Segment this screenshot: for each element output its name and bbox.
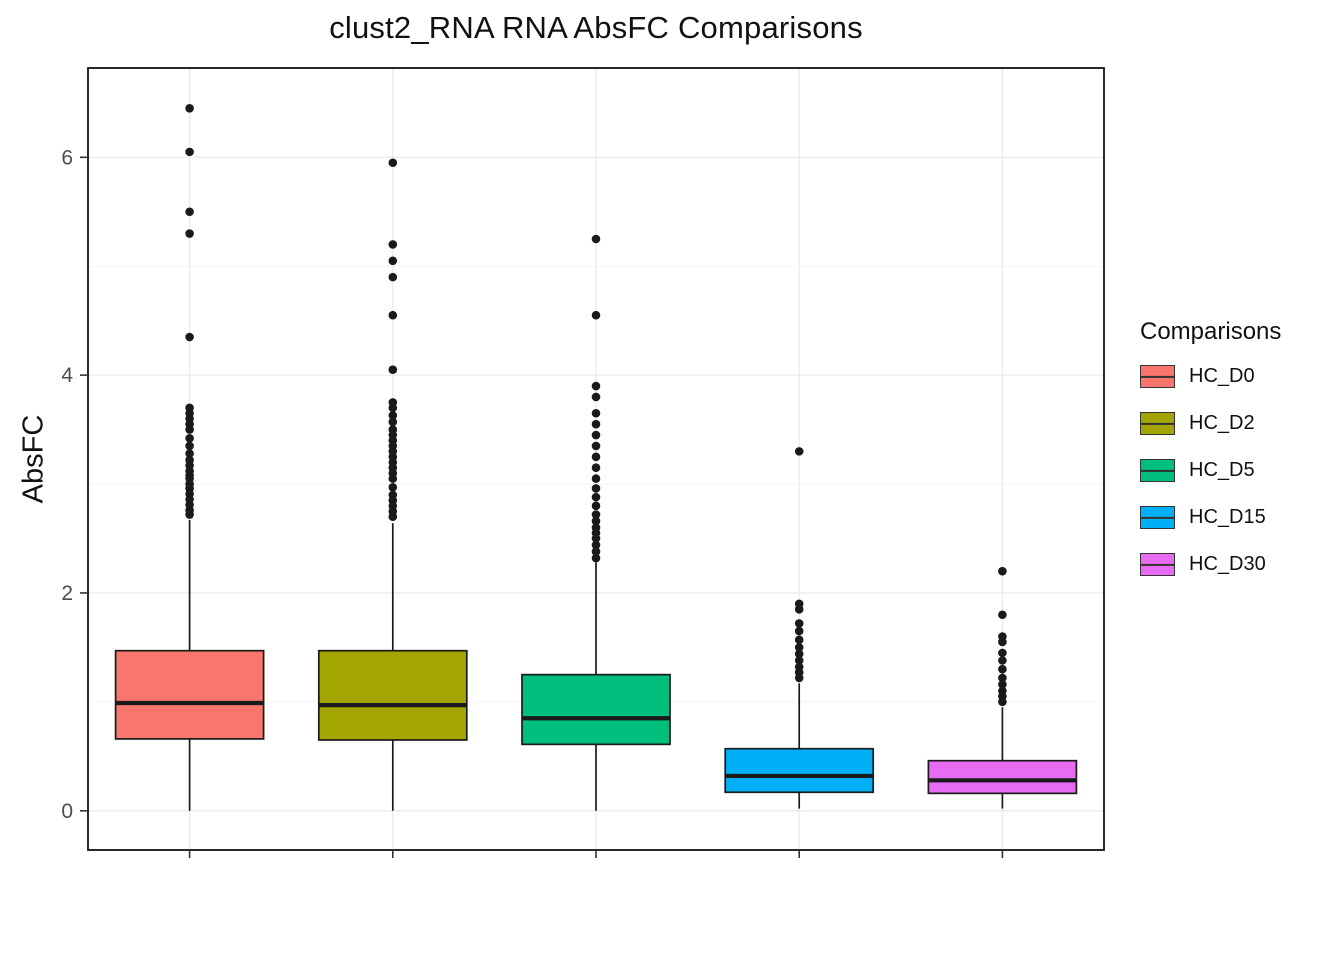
outlier-point	[185, 229, 194, 238]
outlier-point	[794, 656, 804, 665]
outlier-point	[591, 510, 601, 519]
legend-label: HC_D2	[1189, 412, 1255, 434]
outlier-point	[591, 540, 601, 550]
legend-swatch-icon	[1140, 506, 1175, 529]
outlier-point	[185, 147, 194, 157]
outlier-point	[998, 680, 1007, 689]
outlier-point	[794, 626, 804, 636]
outlier-point	[591, 408, 601, 418]
outlier-point	[185, 103, 194, 113]
legend-title: Comparisons	[1140, 318, 1282, 345]
legend-item-HC_D30: HC_D30	[1140, 548, 1281, 581]
outlier-point	[591, 474, 601, 483]
outlier-point	[388, 240, 398, 249]
legend-swatch-icon	[1140, 553, 1175, 576]
box	[521, 673, 671, 746]
outlier-point	[591, 452, 601, 462]
outlier-point	[591, 419, 601, 429]
outlier-point	[591, 547, 601, 556]
outlier-point	[185, 455, 194, 465]
outlier-point	[388, 272, 398, 282]
box	[927, 759, 1078, 795]
outlier-point	[591, 553, 601, 563]
y-tick-label: 0	[61, 800, 73, 823]
legend-item-HC_D5: HC_D5	[1140, 454, 1281, 487]
boxplot-group-HC_D30	[927, 566, 1078, 809]
boxplot-group-HC_D15	[724, 447, 875, 809]
boxplot-group-HC_D2	[317, 158, 468, 811]
outlier-point	[998, 632, 1007, 641]
box	[724, 747, 875, 794]
y-tick-label: 2	[61, 582, 73, 605]
outlier-point	[794, 643, 804, 652]
outlier-point	[185, 449, 194, 458]
legend-label: HC_D0	[1189, 365, 1255, 387]
outlier-point	[185, 403, 194, 413]
outlier-point	[998, 566, 1007, 576]
outlier-point	[185, 207, 194, 217]
legend-item-HC_D2: HC_D2	[1140, 407, 1281, 440]
outlier-point	[591, 392, 601, 402]
legend-item-HC_D0: HC_D0	[1140, 360, 1281, 393]
outlier-point	[998, 686, 1007, 696]
legend-swatch-icon	[1140, 459, 1175, 482]
legend-label: HC_D15	[1189, 506, 1266, 528]
boxplot-group-HC_D0	[114, 103, 265, 811]
outlier-point	[591, 381, 601, 391]
outlier-point	[388, 483, 398, 492]
outlier-point	[591, 310, 601, 320]
outlier-point	[388, 411, 398, 420]
outlier-point	[998, 673, 1007, 683]
legend-swatch-icon	[1140, 365, 1175, 388]
outlier-point	[998, 664, 1007, 674]
outlier-point	[388, 425, 398, 434]
outlier-point	[794, 649, 804, 659]
outlier-point	[185, 434, 194, 443]
outlier-point	[998, 610, 1007, 620]
outlier-point	[794, 619, 804, 628]
outlier-point	[591, 492, 601, 502]
outlier-point	[388, 158, 398, 168]
outlier-point	[388, 490, 398, 500]
outlier-point	[591, 484, 601, 493]
outlier-point	[794, 635, 804, 645]
outlier-point	[388, 417, 398, 427]
outlier-point	[185, 332, 194, 342]
outlier-point	[998, 656, 1007, 665]
outlier-point	[591, 516, 601, 526]
y-tick-label: 6	[61, 146, 73, 169]
outlier-point	[591, 463, 601, 473]
outlier-point	[388, 310, 398, 320]
outlier-point	[388, 398, 398, 407]
outlier-point	[794, 447, 804, 456]
box	[317, 649, 468, 741]
chart-title: clust2_RNA RNA AbsFC Comparisons	[329, 10, 863, 45]
outlier-point	[388, 365, 398, 374]
outlier-point	[998, 648, 1007, 658]
outlier-point	[591, 430, 601, 440]
outlier-point	[388, 256, 398, 266]
legend-label: HC_D5	[1189, 459, 1255, 481]
legend-label: HC_D30	[1189, 553, 1266, 575]
box	[114, 649, 265, 740]
y-tick-label: 4	[61, 364, 73, 387]
outlier-point	[794, 662, 804, 672]
outlier-point	[591, 501, 601, 511]
outlier-point	[591, 523, 601, 532]
legend-item-HC_D15: HC_D15	[1140, 501, 1281, 534]
outlier-point	[185, 441, 194, 451]
outlier-point	[591, 234, 601, 244]
outlier-point	[794, 599, 804, 609]
boxplot-group-HC_D5	[521, 234, 671, 811]
legend-swatch-icon	[1140, 412, 1175, 435]
outlier-point	[591, 441, 601, 451]
